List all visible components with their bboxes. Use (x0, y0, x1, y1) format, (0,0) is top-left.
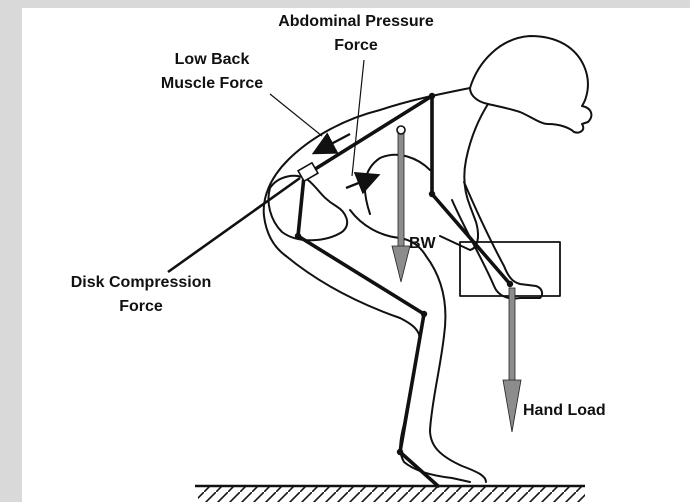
abdominal-label-line2: Force (334, 37, 378, 54)
head-outline (470, 36, 591, 133)
low-back-pointer (270, 94, 322, 136)
ground (195, 486, 585, 502)
lowback-label-line1: Low Back (175, 51, 250, 68)
bw-label: BW (409, 235, 437, 252)
abdomen-outline (365, 155, 430, 214)
hip-joint (295, 233, 301, 239)
shin-front-outline (426, 256, 486, 482)
ankle-joint (397, 449, 403, 455)
disk-label-line2: Force (119, 298, 163, 315)
disk-compression-arrow (168, 178, 300, 272)
lowback-label-line2: Muscle Force (161, 75, 263, 92)
foot-link (400, 452, 438, 486)
shank-link (400, 314, 424, 452)
belly-outline (440, 104, 488, 250)
abdominal-pressure-arrow (346, 176, 376, 188)
hand-load-arrow (503, 288, 521, 432)
body-weight-arrow (392, 126, 410, 282)
hand-load-label: Hand Load (523, 402, 606, 419)
wrist-joint (507, 281, 513, 287)
lumbar-disk (298, 163, 318, 181)
pelvis-outline (269, 176, 348, 240)
labels: Abdominal Pressure Force Low Back Muscle… (71, 13, 606, 419)
elbow-joint (429, 191, 435, 197)
abdominal-label-line1: Abdominal Pressure (278, 13, 434, 30)
force-arrows (168, 60, 521, 432)
shoulder-joint (429, 93, 435, 99)
knee-joint (421, 311, 427, 317)
disk-label-line1: Disk Compression (71, 274, 211, 291)
trunk-link (304, 96, 432, 176)
arm-outline (452, 182, 542, 299)
pelvis-link (298, 176, 304, 236)
